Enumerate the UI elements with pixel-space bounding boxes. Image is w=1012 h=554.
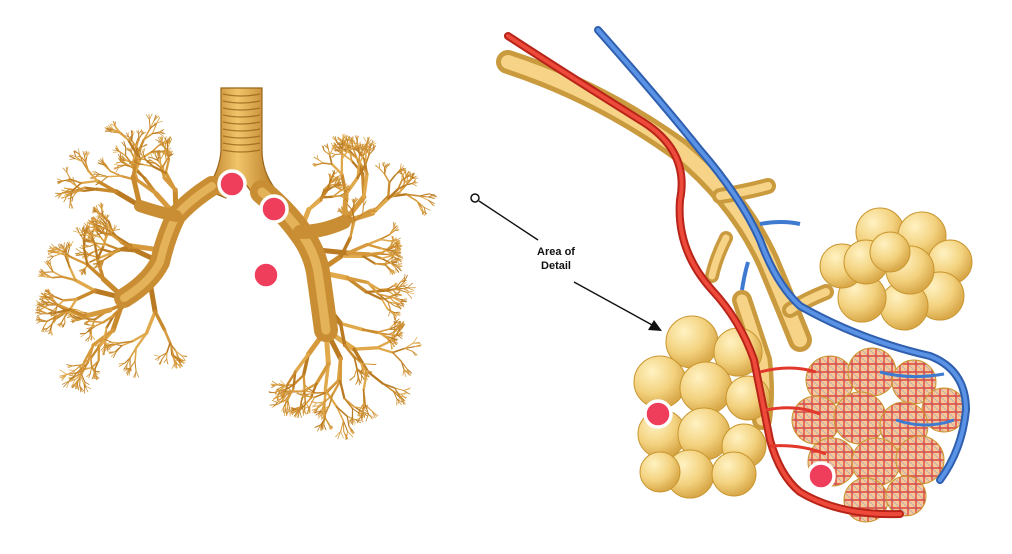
- detail-origin-marker: [470, 193, 480, 203]
- trachea-rings: [222, 93, 261, 153]
- bronchus-hotspot[interactable]: [259, 194, 289, 224]
- alveoli-detail: [496, 26, 973, 523]
- callout-label-line1: Area of: [537, 246, 575, 258]
- callout-label-line2: Detail: [541, 260, 571, 272]
- callout-line-upper: [478, 200, 539, 241]
- capillary-network-hotspot[interactable]: [806, 461, 836, 491]
- trachea-hotspot[interactable]: [217, 169, 247, 199]
- bronchial-tree: [34, 87, 437, 440]
- area-of-detail-callout: Area of Detail: [470, 193, 662, 331]
- callout-arrowhead: [648, 320, 662, 331]
- hotspot-layer: [217, 169, 836, 491]
- bronchi-branch-hotspot[interactable]: [251, 260, 281, 290]
- callout-line-lower: [573, 281, 655, 327]
- alveoli-sac-hotspot[interactable]: [643, 399, 673, 429]
- bronchial-branches: [34, 113, 437, 440]
- alveoli-cluster-upper: [819, 207, 973, 331]
- blood-vessels: [504, 26, 971, 519]
